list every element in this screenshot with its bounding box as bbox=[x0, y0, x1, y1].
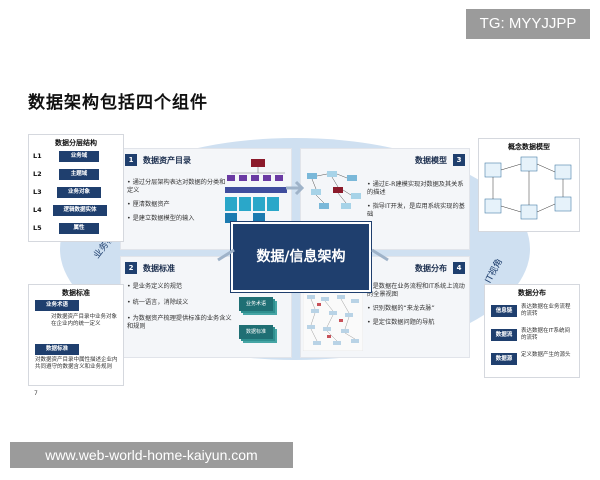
info-chain-desc: 表达数据在业务流程的流转 bbox=[521, 304, 571, 317]
quadrant-number: 2 bbox=[125, 262, 137, 274]
bullet: • 是数据在业务流程和IT系统上流动的全景视图 bbox=[367, 283, 465, 298]
panel-title: 数据标准 bbox=[62, 289, 90, 297]
tg-watermark: TG: MYYJJPP bbox=[466, 9, 590, 39]
page-number: 7 bbox=[34, 390, 38, 397]
data-standard-panel: 数据标准 业务术语 对数据资产目录中业务对象在企业内的统一定义 数据标准 对数据… bbox=[28, 284, 124, 386]
level-label: L3 bbox=[33, 188, 42, 196]
stack-data-standards: 数据标准 bbox=[239, 325, 273, 339]
page-title: 数据架构包括四个组件 bbox=[28, 93, 208, 113]
quadrant-title: 数据资产目录 bbox=[143, 155, 191, 165]
bullet: • 是定位数据问题的导航 bbox=[367, 319, 435, 326]
quadrant-asset-catalog: 1 数据资产目录 • 通过分层架构表达对数据的分类和定义 • 厘清数据资产 • … bbox=[120, 148, 292, 250]
conceptual-model-illustration bbox=[484, 156, 572, 220]
level-box: 逻辑数据实体 bbox=[53, 205, 107, 216]
bullet: • 厘清数据资产 bbox=[127, 201, 170, 208]
business-terms-desc: 对数据资产目录中业务对象在企业内的统一定义 bbox=[51, 314, 118, 327]
bullet: • 通过E-R建模实现对数据及其关系的描述 bbox=[367, 181, 464, 196]
level-label: L1 bbox=[33, 152, 42, 160]
data-standards-box: 数据标准 bbox=[35, 344, 79, 355]
level-box: 业务域 bbox=[59, 151, 99, 162]
quadrant-number: 4 bbox=[453, 262, 465, 274]
arrow-catalog-to-model bbox=[286, 180, 305, 196]
panel-title: 数据分层结构 bbox=[55, 139, 97, 147]
panel-title: 数据分布 bbox=[518, 289, 546, 297]
level-box: 属性 bbox=[59, 223, 99, 234]
info-chain-box: 信息链 bbox=[491, 305, 517, 317]
bullet: • 通过分层架构表达对数据的分类和定义 bbox=[127, 179, 226, 194]
url-watermark: www.web-world-home-kaiyun.com bbox=[10, 442, 293, 468]
level-box: 主题域 bbox=[59, 169, 99, 180]
data-distribution-panel: 数据分布 信息链 表达数据在业务流程的流转 数据流 表达数据在IT系统间的流转 … bbox=[484, 284, 580, 378]
bullet: • 识别数据的“来龙去脉” bbox=[367, 305, 435, 312]
data-flow-desc: 表达数据在IT系统间的流转 bbox=[521, 328, 570, 341]
hierarchy-illustration bbox=[225, 159, 287, 223]
quadrant-number: 1 bbox=[125, 154, 137, 166]
level-box: 业务对象 bbox=[57, 187, 101, 198]
conceptual-model-panel: 概念数据模型 bbox=[478, 138, 580, 232]
level-label: L5 bbox=[33, 224, 42, 232]
quadrant-title: 数据模型 bbox=[415, 155, 447, 165]
bullet: • 为数据资产梳理提供标准的业务含义和规则 bbox=[127, 315, 232, 330]
layered-structure-panel: 数据分层结构 L1 业务域 L2 主题域 L3 业务对象 L4 逻辑数据实体 L… bbox=[28, 134, 124, 242]
er-model-illustration bbox=[307, 171, 361, 209]
panel-title: 概念数据模型 bbox=[508, 143, 550, 151]
quadrant-title: 数据分布 bbox=[415, 263, 447, 273]
quadrant-number: 3 bbox=[453, 154, 465, 166]
data-source-desc: 定义数据产生的源头 bbox=[521, 352, 571, 358]
stack-business-terms: 业务术语 bbox=[239, 297, 273, 311]
level-label: L2 bbox=[33, 170, 42, 178]
arrow-right bbox=[371, 248, 389, 262]
quadrant-title: 数据标准 bbox=[143, 263, 175, 273]
business-terms-box: 业务术语 bbox=[35, 300, 79, 311]
arrow-left bbox=[217, 248, 235, 262]
data-flow-box: 数据流 bbox=[491, 329, 517, 341]
bullet: • 指导IT开发，是应用系统实现的基础 bbox=[367, 203, 465, 218]
data-standards-desc: 对数据资产目录中属性描述企业内共同遵守的数据含义和业务规则 bbox=[35, 357, 118, 370]
data-source-box: 数据源 bbox=[491, 353, 517, 365]
level-label: L4 bbox=[33, 206, 42, 214]
bullet: • 是建立数据模型的输入 bbox=[127, 215, 195, 222]
distribution-map-illustration bbox=[303, 291, 363, 351]
bullet: • 是业务定义的规范 bbox=[127, 283, 183, 290]
center-data-architecture: 数据/信息架构 bbox=[231, 222, 371, 292]
bullet: • 统一语言，消除歧义 bbox=[127, 299, 189, 306]
